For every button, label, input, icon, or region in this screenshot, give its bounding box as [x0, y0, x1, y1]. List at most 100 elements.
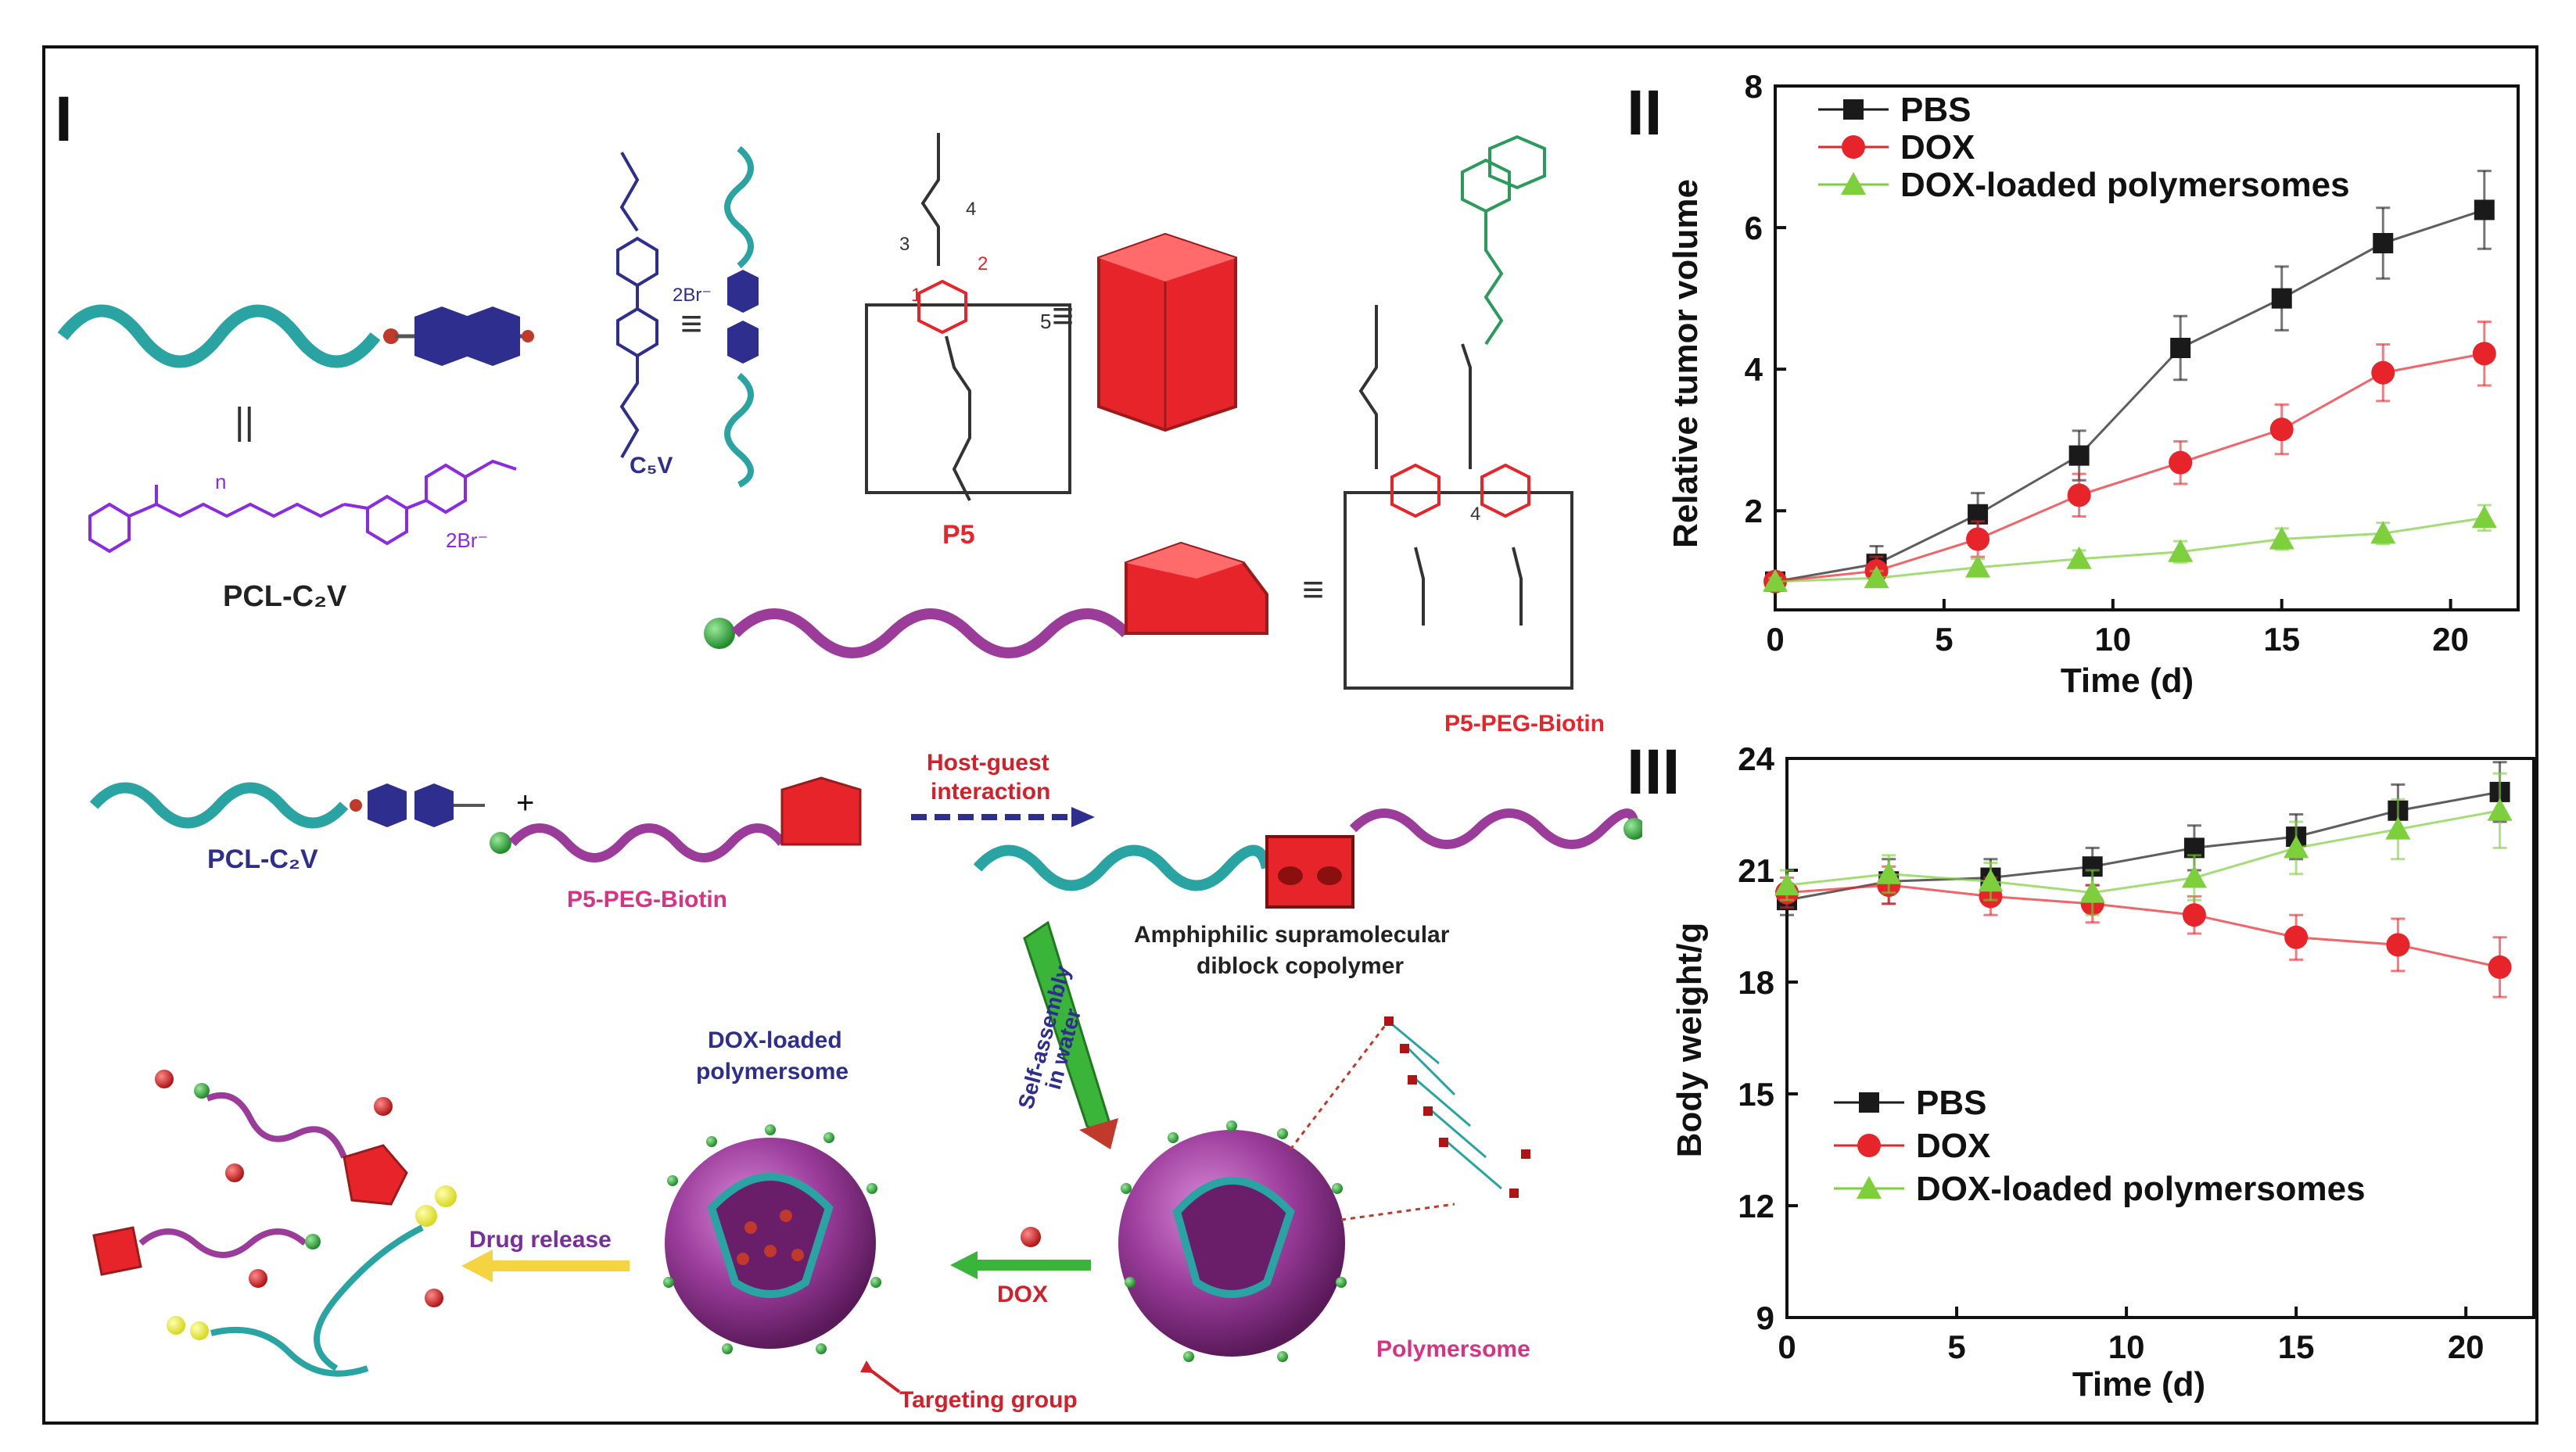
data-point	[2474, 199, 2495, 220]
dox-loaded-line2: polymersome	[696, 1059, 849, 1085]
data-point	[2067, 483, 2091, 507]
plot-frame	[1785, 757, 2535, 1319]
y-tick-label: 4	[1745, 351, 1763, 388]
data-point	[2370, 521, 2396, 544]
legend-marker	[1857, 1176, 1882, 1199]
figure-frame	[42, 45, 2538, 1425]
dox-loaded-polymersome	[665, 1138, 876, 1349]
x-tick-label: 20	[2432, 621, 2469, 658]
series-line	[1774, 516, 2485, 583]
linker-dot	[383, 328, 399, 344]
host-guest-line1: Host-guest	[927, 750, 1049, 776]
c5v-structure	[616, 152, 658, 458]
dox-label: DOX	[997, 1282, 1048, 1307]
legend-entry: PBS	[1916, 1084, 1986, 1122]
equiv-peg: ≡	[1302, 569, 1324, 611]
data-point	[2182, 903, 2206, 927]
c5v-counter: 2Br⁻	[673, 285, 712, 306]
dox-loaded-line1: DOX-loaded	[708, 1027, 842, 1053]
x-tick-label: 5	[1935, 621, 1953, 658]
targeting-group-label: Targeting group	[899, 1387, 1078, 1413]
series-line	[1774, 352, 2485, 583]
data-point	[2170, 338, 2191, 358]
data-point	[2079, 880, 2105, 903]
equiv-c5v: ≡	[680, 303, 702, 345]
pcl-chain	[57, 304, 381, 368]
data-point	[1876, 861, 1902, 884]
plus-sign: +	[516, 786, 534, 820]
p5peg-biotin-label-2: P5-PEG-Biotin	[567, 887, 727, 912]
drug-release-arrow	[493, 1260, 630, 1271]
data-point	[2488, 955, 2512, 979]
p5-pillar-cartoon	[1097, 232, 1237, 432]
pcl-n: n	[215, 470, 226, 493]
x-tick-label: 15	[2278, 1328, 2315, 1365]
y-tick-label: 2	[1745, 493, 1763, 529]
legend-marker	[1859, 1092, 1879, 1113]
polymersome-sphere	[1118, 1130, 1345, 1357]
data-point	[1966, 527, 1990, 551]
drug-release-label: Drug release	[469, 1227, 612, 1253]
y-tick-label: 6	[1745, 210, 1763, 246]
equiv-p5: ≡	[1052, 296, 1074, 337]
data-point	[2181, 865, 2207, 888]
y-tick-label: 18	[1738, 964, 1774, 1001]
x-tick-label: 0	[1766, 621, 1784, 658]
legend-entry: DOX-loaded polymersomes	[1900, 166, 2350, 204]
series-2	[1763, 504, 2497, 592]
data-point	[2284, 835, 2309, 859]
data-point	[2385, 816, 2411, 840]
plot-frame	[1774, 84, 2520, 611]
data-point	[1763, 568, 1788, 592]
p5-peg-prism	[1125, 541, 1268, 635]
amphiphilic-line2: diblock copolymer	[1197, 953, 1404, 979]
y-tick-label: 24	[1738, 740, 1774, 777]
series-line	[1786, 809, 2500, 895]
legend-entry: DOX	[1916, 1127, 1990, 1165]
series-line	[1786, 884, 2500, 969]
polymersome-label: Polymersome	[1376, 1336, 1530, 1362]
data-point	[2168, 539, 2194, 562]
x-tick-label: 10	[2094, 621, 2131, 658]
polymersome-ligands	[1121, 1120, 1347, 1362]
y-tick-label: 8	[1745, 68, 1763, 105]
peg-chain	[731, 608, 1130, 658]
y-axis-label: Relative tumor volume	[1667, 179, 1705, 548]
p5-structure	[865, 133, 1071, 501]
series-1	[1763, 321, 2496, 593]
panel-label-3: III	[1627, 737, 1680, 801]
p5peg-sub: 4	[1470, 504, 1480, 525]
x-tick-label: 0	[1778, 1328, 1796, 1365]
host-guest-line2: interaction	[931, 779, 1050, 805]
data-point	[2373, 233, 2394, 253]
viologen-ring-2	[465, 307, 520, 366]
series-2	[1774, 772, 2513, 916]
data-point	[2068, 445, 2090, 466]
released-fragments	[92, 1070, 457, 1377]
p5-num-4: 4	[966, 199, 976, 220]
data-point	[2386, 933, 2410, 957]
data-point	[2066, 546, 2092, 569]
data-point	[2269, 418, 2294, 442]
data-point	[1864, 565, 1889, 589]
x-tick-label: 5	[1947, 1328, 1965, 1365]
panel-label-3-wrap: III	[1627, 737, 1680, 801]
series-line	[1786, 791, 2500, 902]
p5-label: P5	[942, 520, 975, 550]
data-point	[2371, 360, 2395, 385]
y-tick-label: 21	[1738, 852, 1774, 889]
x-axis-label: Time (d)	[2072, 1365, 2205, 1404]
legend-marker	[1841, 172, 1866, 195]
viologen-ring-1	[414, 307, 469, 366]
y-axis-label: Body weight/g	[1670, 923, 1709, 1158]
y-tick-label: 9	[1756, 1300, 1774, 1336]
data-point	[2471, 505, 2497, 529]
biotin-group	[1461, 134, 1546, 346]
data-point	[2169, 450, 2193, 475]
legend-marker	[1843, 99, 1864, 120]
amphiphilic-line1: Amphiphilic supramolecular	[1134, 922, 1450, 948]
x-tick-label: 10	[2108, 1328, 2145, 1365]
p5-num-2: 2	[978, 253, 988, 274]
